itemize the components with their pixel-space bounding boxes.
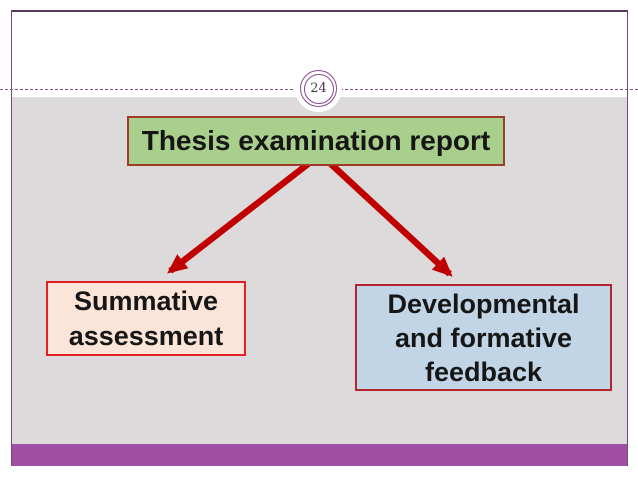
left-node-label-line1: Summative [73,285,219,316]
connector-arrows [167,161,453,277]
arrow-left [167,161,311,274]
page-number-ring-inner: 24 [303,73,334,104]
arrow-right [328,161,453,277]
right-node-label-line1: Developmental [387,288,580,319]
right-node-label-line3: feedback [424,356,543,387]
footer-accent-bar [12,444,627,466]
page-number: 24 [310,81,327,96]
right-node-label-line2: and formative [394,322,573,353]
page-number-badge: 24 [295,65,342,112]
node-developmental-formative-feedback: Developmental and formative feedback [355,284,612,391]
node-thesis-examination-report: Thesis examination report [127,116,505,166]
diagram-body: Thesis examination report Summative asse… [12,97,627,444]
node-summative-assessment: Summative assessment [46,281,246,356]
left-node-label-line2: assessment [68,320,224,351]
page-number-ring-outer: 24 [300,70,337,107]
root-node-label: Thesis examination report [141,125,491,156]
